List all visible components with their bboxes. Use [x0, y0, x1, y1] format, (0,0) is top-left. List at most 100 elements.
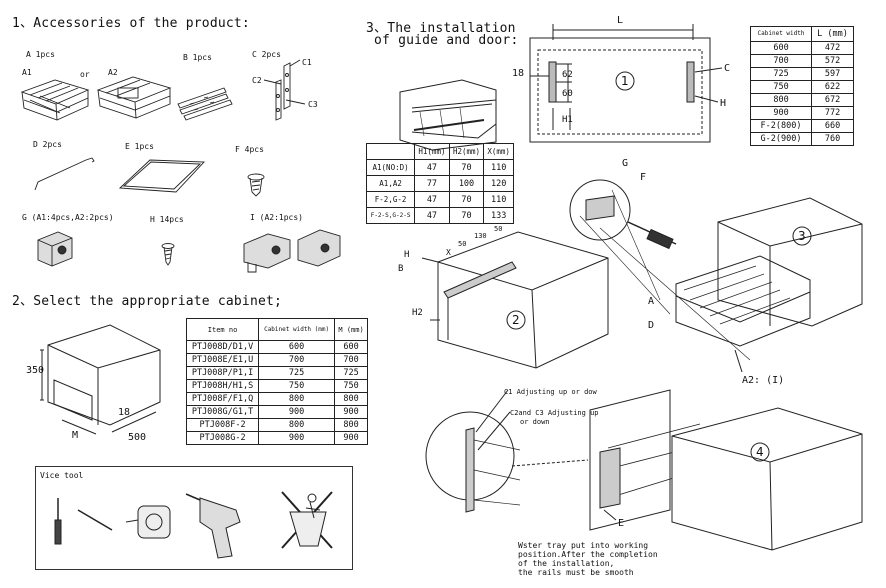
label-i: I (A2:1pcs) — [250, 213, 303, 222]
step4-note-line-3: of the installation, — [518, 559, 615, 568]
tray-e-drawing — [118, 159, 206, 193]
basket-a2-drawing — [96, 76, 172, 119]
cell: 725 — [749, 67, 813, 81]
cell: 472 — [811, 41, 854, 55]
cell: 120 — [483, 175, 514, 192]
step2-drawing — [421, 231, 609, 369]
rails-b-drawing — [177, 87, 233, 121]
step3-label-d: D — [648, 320, 655, 331]
col-l: L (mm) — [811, 26, 854, 42]
cell: 47 — [414, 191, 450, 208]
cell: 750 — [749, 80, 813, 94]
step4-note-line-2: position.After the completion — [518, 550, 658, 559]
cell: 597 — [811, 67, 854, 81]
step2-label-x: X — [446, 248, 451, 257]
label-b: B 1pcs — [183, 53, 212, 62]
label-c2: C2 — [252, 76, 262, 85]
cell: 47 — [414, 159, 450, 176]
cell: G-2(900) — [749, 132, 813, 146]
step2-label-h2: H2 — [412, 308, 423, 318]
label-d: D 2pcs — [33, 140, 62, 149]
hook-d-drawing — [34, 157, 95, 191]
drawer-preview-drawing — [399, 79, 497, 151]
cell: 70 — [448, 191, 485, 208]
label-c: C 2pcs — [252, 50, 281, 59]
col-h2: H2(mm) — [448, 143, 485, 160]
cell: 900 — [258, 431, 336, 445]
step4-note-line-1: Wster tray put into working — [518, 541, 649, 550]
clip-g-drawing — [37, 231, 73, 267]
step2-label-50a: 50 — [458, 240, 467, 248]
cell: 700 — [749, 54, 813, 68]
basket-a1-drawing — [20, 79, 90, 121]
cell: 800 — [749, 93, 813, 107]
label-a1: A1 — [22, 68, 32, 77]
cell: 572 — [811, 54, 854, 68]
step2-label-h: H — [404, 250, 410, 260]
step4-number: 4 — [756, 445, 764, 459]
step4-drawing — [425, 389, 863, 551]
step3-number: 3 — [798, 229, 806, 243]
step1-label-60: 60 — [562, 89, 573, 99]
label-a2: A2 — [108, 68, 118, 77]
step4-c23-note-1: C2and C3 Adjusting up — [510, 409, 599, 417]
dim-thickness: 18 — [118, 407, 131, 418]
step1-label-h: H — [720, 98, 727, 109]
cell: 133 — [483, 207, 514, 224]
step4-label-e: E — [618, 518, 625, 529]
screwdriver-icon — [54, 498, 62, 545]
cell: 900 — [258, 405, 336, 419]
drill-icon — [185, 493, 241, 559]
table-row: G-2(900)760 — [749, 132, 854, 146]
step4-c23-note-2: or down — [520, 418, 550, 426]
cell: 760 — [811, 132, 854, 146]
cell: 70 — [448, 207, 485, 224]
step1-label-18: 18 — [512, 68, 525, 79]
label-or: or — [80, 70, 90, 79]
cell: 660 — [811, 119, 854, 133]
cell: A1(NO:D) — [365, 159, 416, 176]
step2-number: 2 — [512, 313, 520, 327]
col-x: X(mm) — [483, 143, 514, 160]
step4-note-line-4: the rails must be smooth — [518, 568, 634, 577]
dim-height: 350 — [26, 365, 45, 376]
label-f: F 4pcs — [235, 145, 264, 154]
cell: 772 — [811, 106, 854, 120]
cell: 47 — [414, 207, 450, 224]
label-g: G (A1:4pcs,A2:2pcs) — [22, 213, 114, 222]
cell: 900 — [749, 106, 813, 120]
brackets-c-drawing — [263, 59, 306, 121]
label-a: A 1pcs — [26, 50, 55, 59]
col-h1: H1(mm) — [414, 143, 450, 160]
cell: 110 — [483, 159, 514, 176]
section-2-title: 2、Select the appropriate cabinet; — [12, 294, 283, 309]
step1-number: 1 — [621, 74, 629, 88]
cell: 900 — [334, 431, 368, 445]
section-1-title: 1、Accessories of the product: — [12, 16, 250, 31]
screw-h-drawing — [161, 243, 175, 266]
cell: PTJ008G-2 — [185, 431, 260, 445]
cell: 110 — [483, 191, 514, 208]
cabinet-table: Item no Cabinet width (mm) M (mm) PTJ008… — [185, 318, 368, 445]
step2-label-50b: 50 — [494, 225, 503, 233]
cell: F-2,G-2 — [365, 191, 416, 208]
clip-i-drawing — [243, 229, 341, 273]
label-h: H 14pcs — [150, 215, 184, 224]
tools-box — [35, 466, 353, 570]
